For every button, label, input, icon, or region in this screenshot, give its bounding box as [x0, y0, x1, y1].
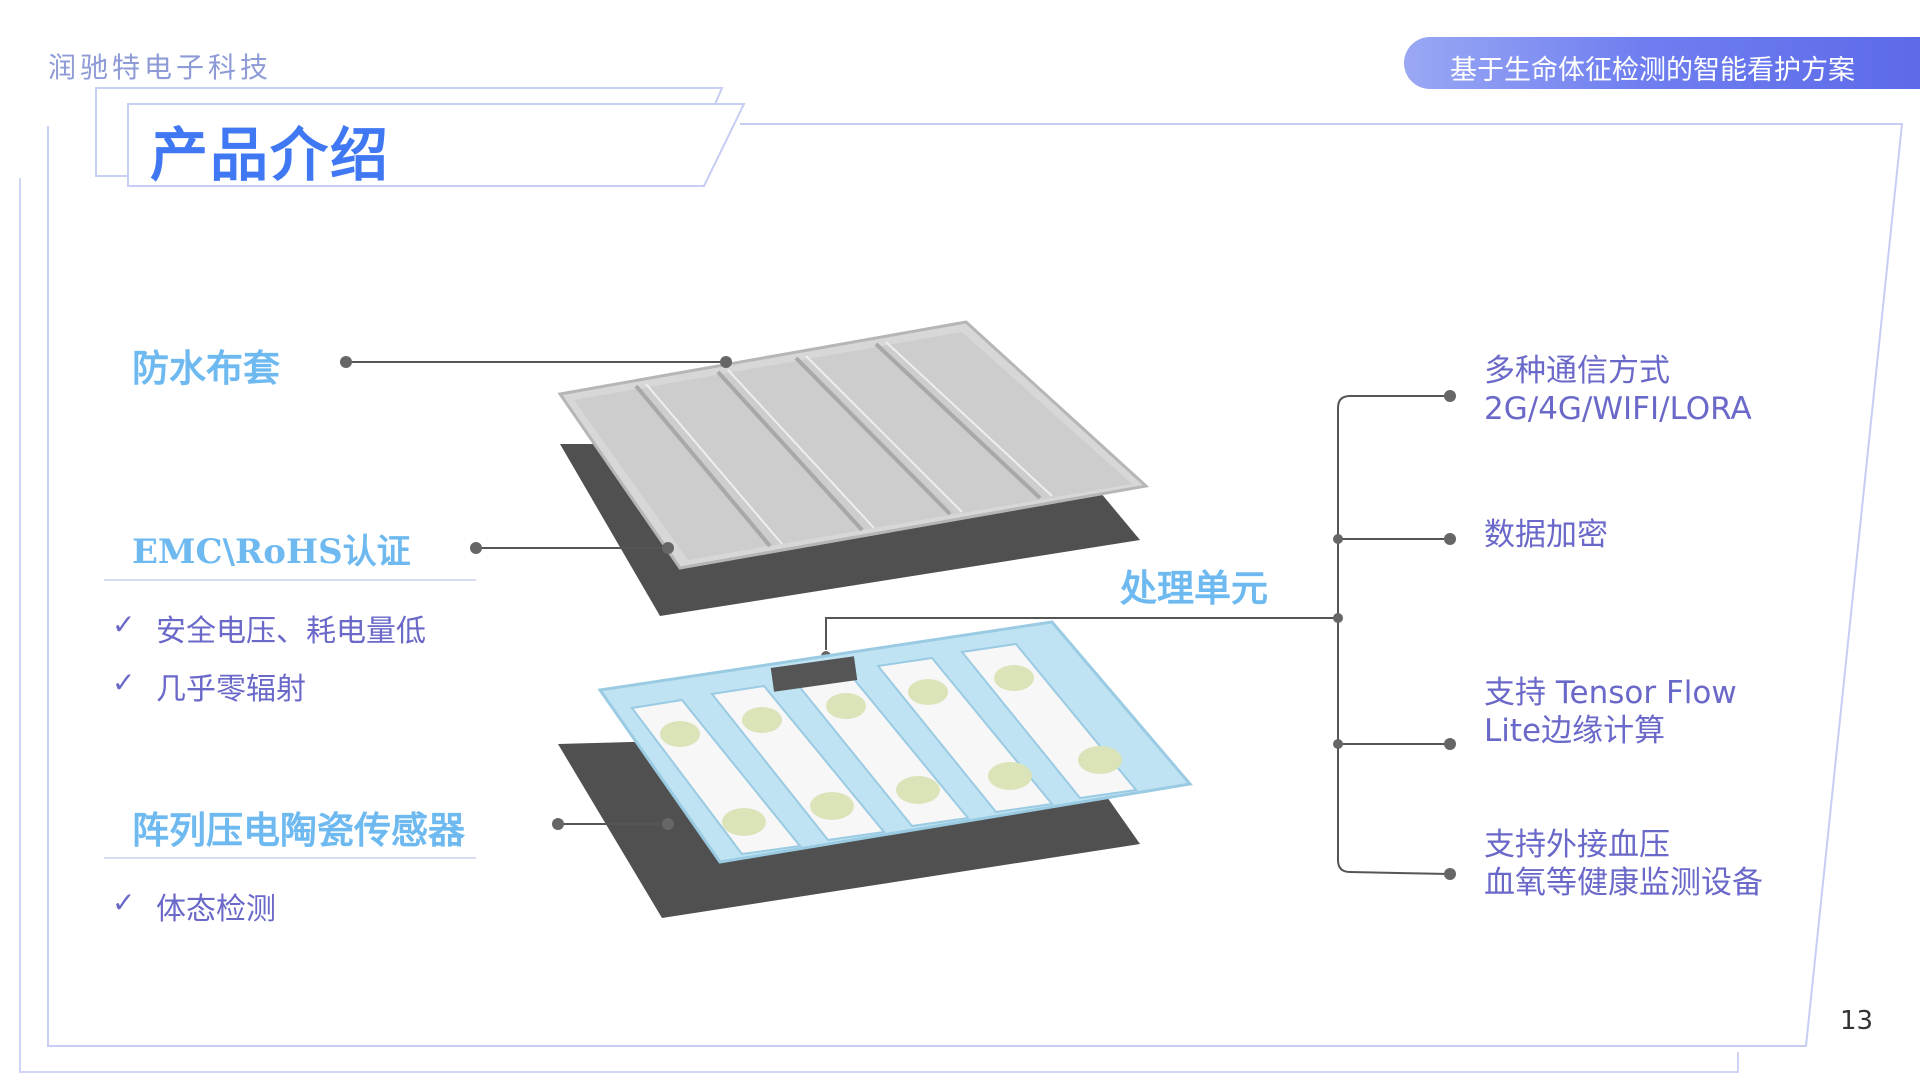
connector-dot — [1333, 613, 1343, 623]
inner-frame-line — [47, 123, 1904, 1047]
leader-dot — [662, 818, 674, 830]
feature-communication: 多种通信方式 2G/4G/WIFI/LORA — [1484, 352, 1752, 428]
leader-dot — [720, 356, 732, 368]
processing-unit-chip — [770, 656, 858, 692]
fabric-seam — [874, 342, 1042, 500]
fabric-cover-inner — [574, 332, 1132, 560]
feature-line: 支持 Tensor Flow — [1484, 675, 1737, 711]
piezo-sensor — [810, 792, 854, 820]
fabric-seam — [794, 356, 952, 516]
connector-processor — [825, 617, 1338, 650]
label-processing-unit: 处理单元 — [1120, 567, 1268, 610]
page-number: 13 — [1840, 1006, 1874, 1036]
bullet-zero-radiation: 几乎零辐射 — [156, 672, 306, 707]
piezo-sensor — [722, 808, 766, 836]
connector-dot — [1444, 868, 1456, 880]
bracket-connector — [1337, 395, 1451, 875]
title-box-front — [127, 103, 746, 187]
feature-line: 血氧等健康监测设备 — [1484, 865, 1763, 901]
fabric-seam — [727, 369, 875, 529]
check-icon: ✓ — [112, 666, 136, 699]
feature-line: 支持外接血压 — [1484, 827, 1670, 863]
solution-banner-text: 基于生命体征检测的智能看护方案 — [1450, 55, 1855, 86]
connector-dot — [1444, 738, 1456, 750]
bullet-posture-detection: 体态检测 — [156, 892, 276, 927]
feature-line: 多种通信方式 — [1484, 353, 1670, 389]
leader-dot — [470, 542, 482, 554]
piezo-sensor — [994, 665, 1034, 691]
leader-dot — [662, 542, 674, 554]
outer-frame-line — [19, 178, 1739, 1073]
leader-dot — [552, 818, 564, 830]
piezo-sensor — [742, 707, 782, 733]
connector-dot — [1333, 534, 1343, 544]
piezo-sensor — [1078, 746, 1122, 774]
feature-line: 2G/4G/WIFI/LORA — [1484, 391, 1752, 427]
piezo-sensor — [660, 721, 700, 747]
fabric-seam — [805, 355, 963, 513]
feature-tensorflow: 支持 Tensor Flow Lite边缘计算 — [1484, 674, 1737, 750]
feature-line: 数据加密 — [1484, 517, 1608, 553]
feature-encryption: 数据加密 — [1484, 516, 1608, 554]
piezo-sensor — [826, 693, 866, 719]
solution-banner — [1404, 37, 1920, 89]
label-waterproof-cover: 防水布套 — [132, 347, 280, 390]
piezo-sensor — [896, 776, 940, 804]
label-sensor-array: 阵列压电陶瓷传感器 — [132, 809, 465, 852]
check-icon: ✓ — [112, 608, 136, 641]
piezo-sensor — [988, 762, 1032, 790]
fabric-seam — [716, 370, 864, 532]
feature-line: Lite边缘计算 — [1484, 713, 1666, 749]
label-emc-rohs: EMC\RoHS认证 — [132, 532, 411, 572]
leader-dot — [340, 356, 352, 368]
piezo-sensor — [908, 679, 948, 705]
bullet-low-power: 安全电压、耗电量低 — [156, 614, 426, 649]
company-name: 润驰特电子科技 — [48, 51, 273, 84]
check-icon: ✓ — [112, 886, 136, 919]
connector-dot — [1444, 390, 1456, 402]
feature-external-devices: 支持外接血压 血氧等健康监测设备 — [1484, 826, 1763, 902]
page-title: 产品介绍 — [150, 121, 391, 189]
fabric-seam — [885, 341, 1053, 497]
fabric-seam — [645, 383, 783, 545]
connector-dot — [1333, 739, 1343, 749]
fabric-seam — [634, 384, 772, 548]
connector-dot — [1444, 533, 1456, 545]
